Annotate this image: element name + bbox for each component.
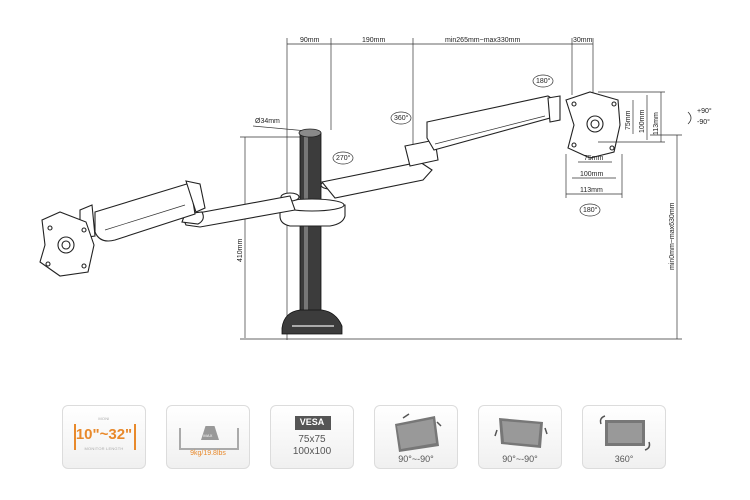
screen-size-small-bottom: MONITOR LENGTH (84, 446, 124, 451)
dim-vesa-100-vertical: 100mm (639, 109, 646, 133)
left-vesa-plate (39, 211, 95, 277)
vesa-title: VESA (299, 417, 325, 427)
swivel-icon (494, 418, 548, 448)
badge-vesa: VESA 75x75 100x100 (270, 405, 354, 469)
dim-410mm: 410mm (237, 238, 244, 262)
weight-icon (201, 426, 219, 440)
svg-text:270°: 270° (336, 154, 351, 162)
dim-tube-diameter: Ø34mm (255, 118, 280, 125)
rotate-text: 360° (614, 454, 634, 464)
swivel-text: 90°~-90° (502, 454, 538, 464)
dim-arm-range: min265mm~max330mm (445, 37, 520, 44)
svg-text:+90°: +90° (697, 107, 712, 115)
vesa-line2: 100x100 (292, 446, 332, 457)
dim-vesa-75-horizontal: 75mm (584, 155, 604, 162)
rotate-icon (599, 415, 651, 451)
svg-text:360°: 360° (394, 114, 409, 122)
vesa-horizontal-dims (565, 154, 623, 198)
dim-30mm: 30mm (573, 37, 593, 44)
badge-rotate: 360° (582, 405, 666, 469)
svg-text:180°: 180° (536, 77, 551, 85)
dim-vesa-75-vertical: 75mm (625, 110, 632, 130)
mount-technical-drawing: 90mm 190mm min265mm~max330mm 30mm Ø34mm … (39, 37, 712, 340)
weight-bracket-icon (179, 428, 239, 450)
badge-tilt: 90°~-90° (374, 405, 458, 469)
svg-text:180°: 180° (583, 206, 598, 214)
screen-size-small-top: MONI (98, 416, 110, 421)
dim-vesa-113-horizontal: 113mm (580, 187, 603, 194)
screen-size-icon (74, 424, 136, 450)
tilt-indicator: +90° -90° (687, 107, 712, 126)
badge-swivel: 90°~-90° (478, 405, 562, 469)
rotation-270: 270° (332, 151, 354, 165)
dim-vesa-100-horizontal: 100mm (580, 171, 604, 178)
weight-text: 9kg/19.8lbs (190, 450, 226, 457)
dim-190mm: 190mm (362, 37, 386, 44)
desk-clamp-base (281, 309, 343, 335)
svg-text:-90°: -90° (697, 118, 710, 126)
rotation-360: 360° (390, 111, 412, 125)
weight-small-top: MAX (203, 433, 213, 438)
screen-size-text: 10"~32" (75, 426, 133, 443)
tilt-text: 90°~-90° (398, 454, 434, 464)
right-vesa-plate (565, 91, 621, 159)
vesa-icon (295, 416, 331, 430)
vesa-vertical-dims (598, 91, 665, 143)
tilt-icon (395, 413, 442, 452)
dim-height-range: min0mm~max630mm (669, 202, 676, 270)
dim-vesa-113-vertical: 113mm (653, 112, 660, 135)
left-arm (79, 180, 296, 242)
badge-screen-size: MONI 10"~32" MONITOR LENGTH (62, 405, 146, 469)
badge-weight: MAX 9kg/19.8lbs (166, 405, 250, 469)
top-dimension-line (286, 38, 594, 340)
vesa-line1: 75x75 (298, 434, 326, 445)
right-arm (321, 95, 561, 199)
height-range-line (650, 134, 682, 339)
rotation-180-bottom: 180° (579, 203, 601, 217)
dim-90mm: 90mm (300, 37, 320, 44)
feature-badges: MONI 10"~32" MONITOR LENGTH MAX 9kg/19.8… (62, 405, 667, 469)
rotation-180-top: 180° (532, 74, 554, 88)
height-410-line (240, 136, 305, 338)
